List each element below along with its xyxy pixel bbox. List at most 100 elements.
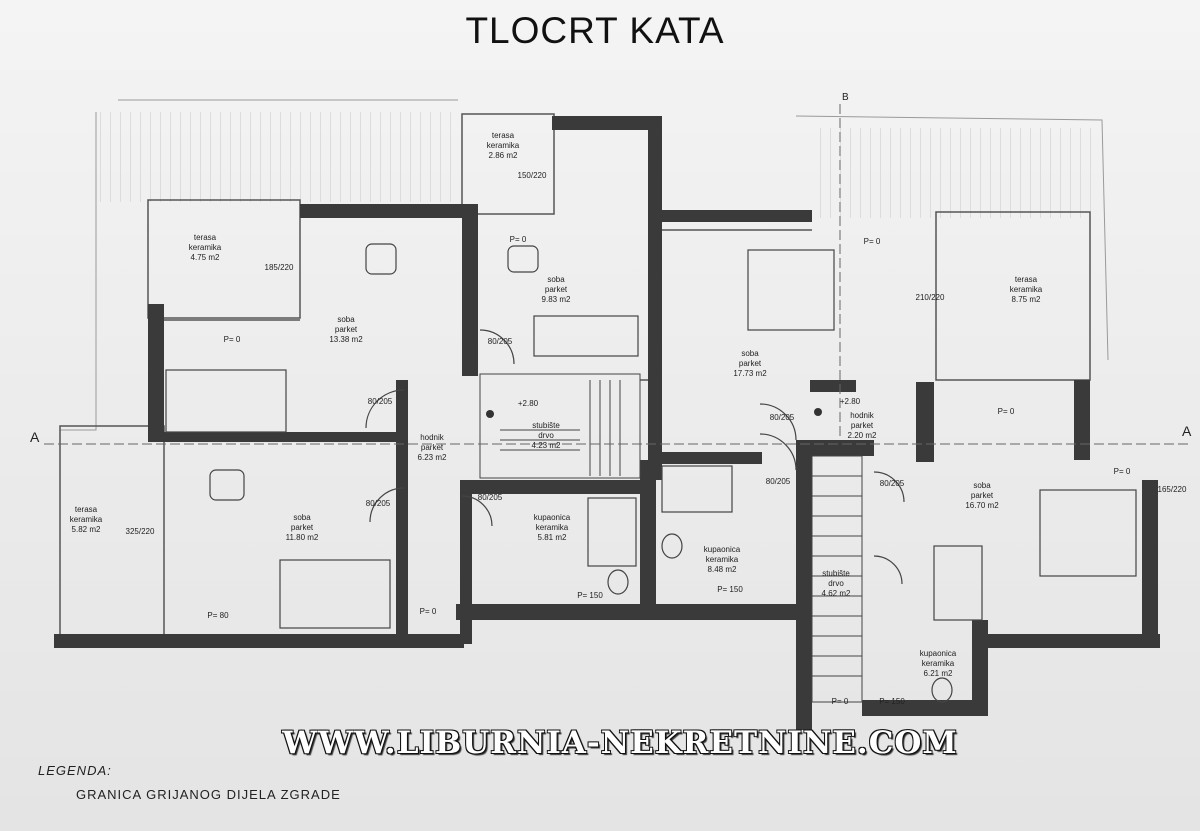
door-size-label: 80/205 (880, 479, 905, 488)
svg-text:stubište: stubište (822, 569, 850, 578)
svg-text:2.20 m2: 2.20 m2 (848, 431, 877, 440)
svg-text:soba: soba (337, 315, 355, 324)
level-label: +2.80 (840, 397, 861, 406)
svg-text:parket: parket (545, 285, 568, 294)
svg-text:drvo: drvo (828, 579, 844, 588)
sill-height-label: P= 0 (510, 235, 527, 244)
svg-text:terasa: terasa (75, 505, 98, 514)
section-marker-b: B (842, 92, 849, 103)
svg-text:kupaonica: kupaonica (920, 649, 957, 658)
svg-text:parket: parket (421, 443, 444, 452)
svg-text:8.48 m2: 8.48 m2 (708, 565, 737, 574)
sill-height-label: P= 150 (577, 591, 603, 600)
door-swings (365, 329, 905, 585)
svg-text:drvo: drvo (538, 431, 554, 440)
svg-text:5.82 m2: 5.82 m2 (72, 525, 101, 534)
svg-text:soba: soba (973, 481, 991, 490)
svg-text:parket: parket (291, 523, 314, 532)
svg-text:16.70 m2: 16.70 m2 (965, 501, 999, 510)
door-size-label: 80/205 (488, 337, 513, 346)
chair-icon (209, 469, 245, 501)
svg-text:parket: parket (971, 491, 994, 500)
svg-text:terasa: terasa (1015, 275, 1038, 284)
shower-icon (933, 545, 983, 621)
load-bearing-walls (54, 116, 1160, 730)
svg-text:keramika: keramika (922, 659, 955, 668)
bed-icon (165, 369, 287, 433)
svg-text:kupaonica: kupaonica (534, 513, 571, 522)
section-marker-a-right: A (1182, 423, 1192, 439)
svg-text:soba: soba (293, 513, 311, 522)
level-marker-icon (814, 408, 822, 416)
plan-title: TLOCRT KATA (465, 10, 725, 51)
bathtub-icon (661, 465, 733, 513)
toilet-icon (607, 569, 629, 595)
svg-text:soba: soba (547, 275, 565, 284)
svg-text:5.81 m2: 5.81 m2 (538, 533, 567, 542)
svg-text:soba: soba (741, 349, 759, 358)
sill-height-label: P= 0 (864, 237, 881, 246)
window-size-label: 210/220 (916, 293, 945, 302)
shower-icon (587, 497, 637, 567)
svg-text:keramika: keramika (536, 523, 569, 532)
svg-text:6.21 m2: 6.21 m2 (924, 669, 953, 678)
sill-height-label: P= 0 (224, 335, 241, 344)
svg-text:keramika: keramika (189, 243, 222, 252)
window-size-label: 150/220 (518, 171, 547, 180)
bed-icon (747, 249, 835, 331)
svg-text:4.62 m2: 4.62 m2 (822, 589, 851, 598)
svg-text:4.23 m2: 4.23 m2 (532, 441, 561, 450)
window-size-label: 325/220 (126, 527, 155, 536)
svg-text:13.38 m2: 13.38 m2 (329, 335, 363, 344)
sill-height-label: P= 150 (717, 585, 743, 594)
thin-walls (59, 113, 1091, 643)
door-size-label: 80/205 (368, 397, 393, 406)
svg-text:parket: parket (335, 325, 358, 334)
svg-text:keramika: keramika (487, 141, 520, 150)
door-size-label: 80/205 (478, 493, 503, 502)
roof-hatching (60, 99, 1109, 431)
chair-icon (507, 245, 539, 273)
level-label: +2.80 (518, 399, 539, 408)
sill-height-label: P= 150 (879, 697, 905, 706)
svg-text:2.86 m2: 2.86 m2 (489, 151, 518, 160)
staircase-left (479, 373, 641, 479)
svg-text:6.23 m2: 6.23 m2 (418, 453, 447, 462)
svg-text:17.73 m2: 17.73 m2 (733, 369, 767, 378)
door-size-label: 80/205 (766, 477, 791, 486)
website-watermark: WWW.LIBURNIA-NEKRETNINE.COM (282, 725, 958, 761)
sill-height-label: P= 0 (1114, 467, 1131, 476)
staircase-right (811, 455, 863, 703)
level-marker-icon (486, 410, 494, 418)
svg-text:parket: parket (739, 359, 762, 368)
section-lines (44, 104, 1190, 445)
svg-text:terasa: terasa (194, 233, 217, 242)
sill-height-label: P= 0 (832, 697, 849, 706)
section-marker-a-left: A (30, 429, 40, 445)
svg-text:keramika: keramika (706, 555, 739, 564)
dimension-annotations: 185/220 150/220 325/220 210/220 165/220 … (126, 171, 1187, 706)
toilet-icon (931, 677, 953, 703)
furniture (165, 243, 1137, 703)
level-marker-icons (486, 408, 822, 418)
window-size-label: 185/220 (265, 263, 294, 272)
door-size-label: 80/205 (770, 413, 795, 422)
desk-icon (533, 315, 639, 357)
svg-text:hodnik: hodnik (850, 411, 875, 420)
legend-title: LEGENDA: (38, 763, 112, 778)
svg-text:kupaonica: kupaonica (704, 545, 741, 554)
